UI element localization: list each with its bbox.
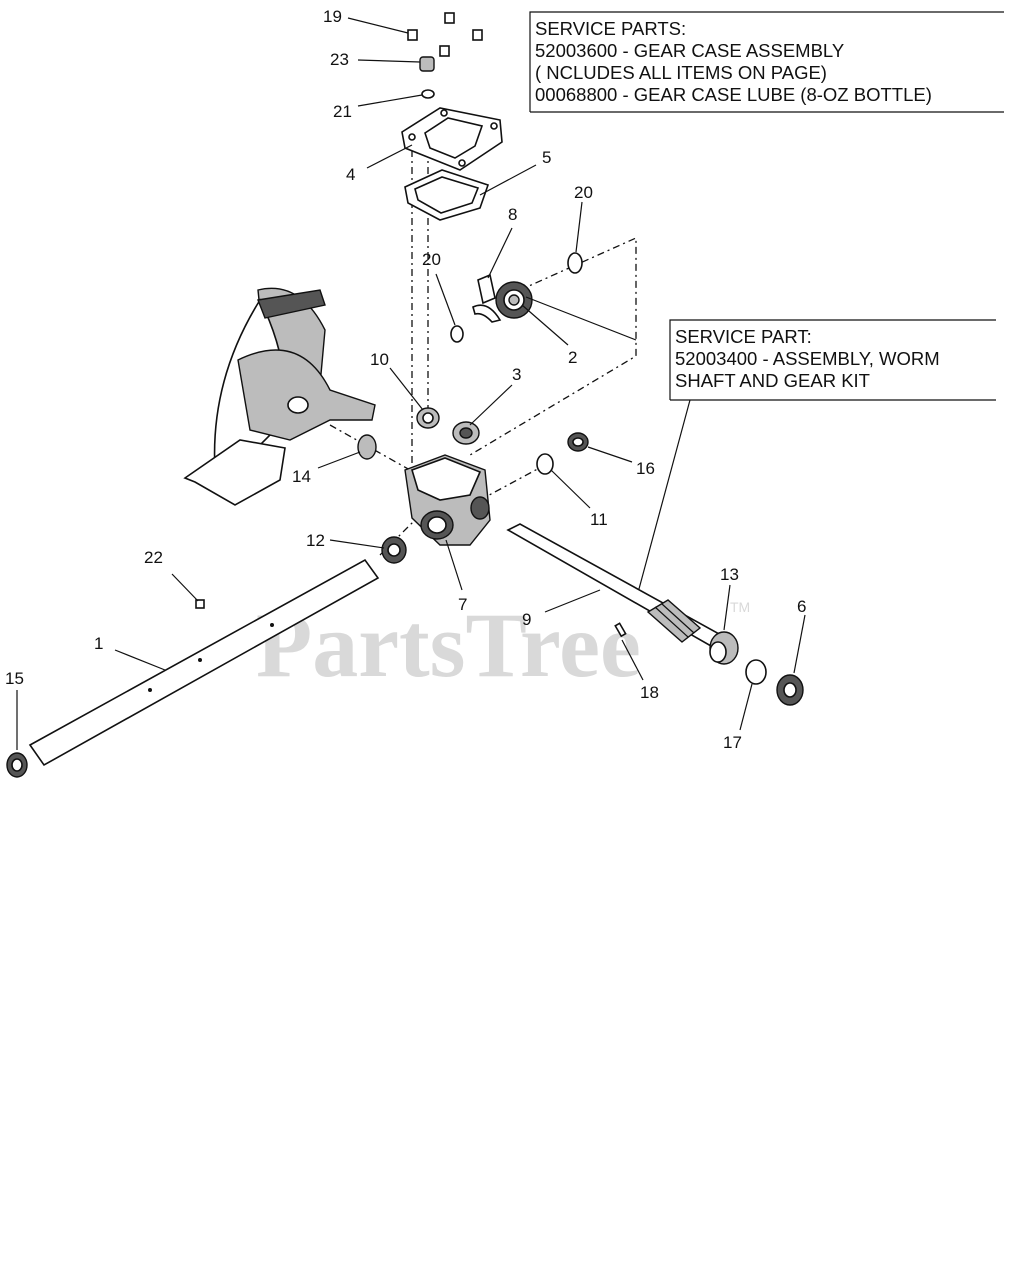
callout-number: 5 bbox=[542, 148, 551, 167]
callout-number: 2 bbox=[568, 348, 577, 367]
callout-number: 15 bbox=[5, 669, 24, 688]
callout-number: 23 bbox=[330, 50, 349, 69]
washer bbox=[567, 252, 583, 274]
callout-number: 17 bbox=[723, 733, 742, 752]
gear-case-housing bbox=[404, 454, 491, 546]
callout-numbers: 19 23 21 4 5 8 20 20 10 3 2 14 16 11 12 … bbox=[5, 7, 806, 752]
callout-number: 11 bbox=[590, 510, 608, 529]
assembly-line bbox=[479, 464, 546, 501]
washer bbox=[357, 434, 377, 460]
service-box-title: SERVICE PART: bbox=[675, 326, 812, 347]
callout-number: 14 bbox=[292, 467, 311, 486]
callout-number: 6 bbox=[797, 597, 806, 616]
service-box-title: SERVICE PARTS: bbox=[535, 18, 686, 39]
callout-number: 9 bbox=[522, 610, 531, 629]
key-and-gear bbox=[472, 273, 533, 323]
callout-number: 10 bbox=[370, 350, 389, 369]
gear-case-cover bbox=[401, 107, 503, 171]
callout-number: 12 bbox=[306, 531, 325, 550]
service-box-worm-shaft: SERVICE PART: 52003400 - ASSEMBLY, WORM … bbox=[635, 319, 996, 601]
callout-number: 18 bbox=[640, 683, 659, 702]
washer bbox=[450, 325, 464, 343]
service-box-line: 52003600 - GEAR CASE ASSEMBLY bbox=[535, 40, 844, 61]
impeller-assembly bbox=[183, 287, 376, 506]
washer bbox=[536, 453, 554, 475]
service-box-line: ( NCLUDES ALL ITEMS ON PAGE) bbox=[535, 62, 827, 83]
leader-lines bbox=[16, 17, 806, 750]
assembly-line bbox=[469, 236, 637, 456]
bolt-group bbox=[407, 12, 483, 99]
snap-ring bbox=[745, 659, 767, 685]
service-box-line: 52003400 - ASSEMBLY, WORM bbox=[675, 348, 940, 369]
service-box-line: SHAFT AND GEAR KIT bbox=[675, 370, 870, 391]
callout-number: 8 bbox=[508, 205, 517, 224]
callout-number: 7 bbox=[458, 595, 467, 614]
callout-number: 16 bbox=[636, 459, 655, 478]
gasket bbox=[404, 169, 490, 221]
callout-number: 21 bbox=[333, 102, 352, 121]
pin bbox=[195, 599, 205, 609]
impeller-shaft bbox=[28, 558, 380, 767]
callout-number: 3 bbox=[512, 365, 521, 384]
callout-number: 19 bbox=[323, 7, 342, 26]
watermark-trademark: TM bbox=[730, 599, 750, 615]
callout-number: 13 bbox=[720, 565, 739, 584]
callout-number: 4 bbox=[346, 165, 355, 184]
callout-number: 1 bbox=[94, 634, 103, 653]
service-box-line: 00068800 - GEAR CASE LUBE (8-OZ BOTTLE) bbox=[535, 84, 932, 105]
callout-number: 20 bbox=[422, 250, 441, 269]
service-box-gear-case: SERVICE PARTS: 52003600 - GEAR CASE ASSE… bbox=[529, 11, 1004, 113]
callout-number: 22 bbox=[144, 548, 163, 567]
assembly-line bbox=[379, 514, 421, 556]
callout-number: 20 bbox=[574, 183, 593, 202]
pin bbox=[614, 622, 627, 638]
